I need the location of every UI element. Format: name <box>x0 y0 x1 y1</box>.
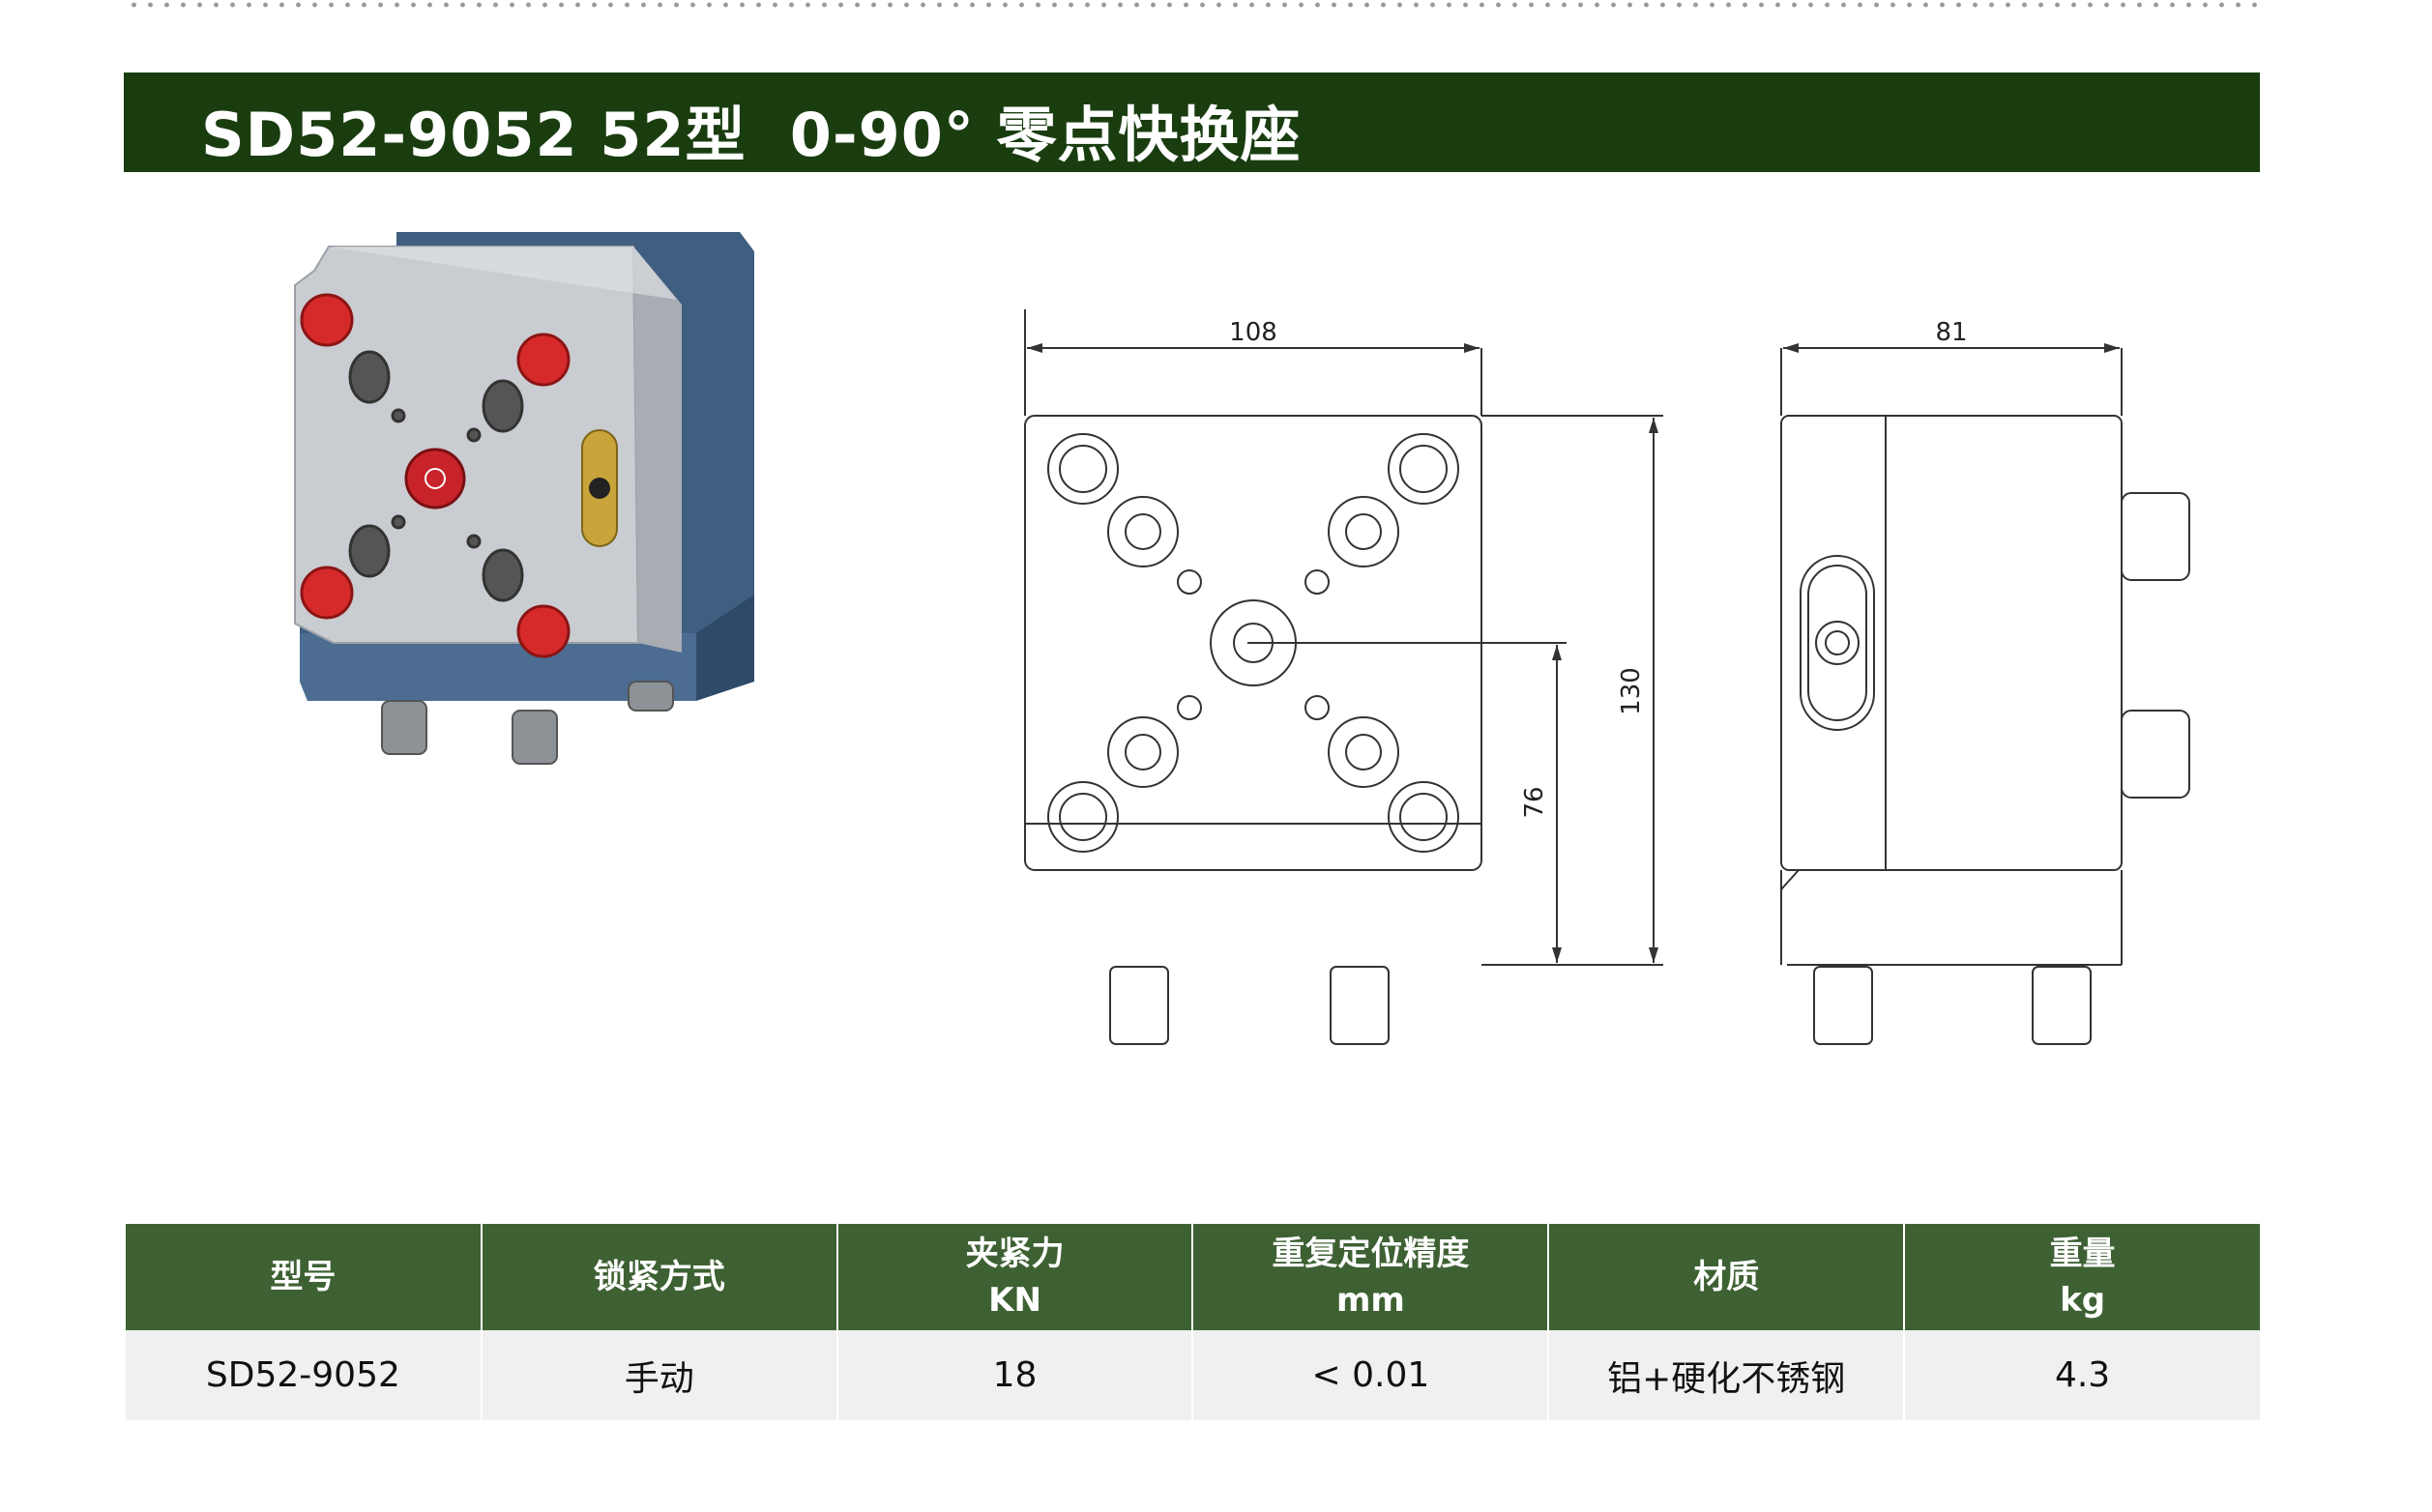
height-dimension: 130 <box>1617 667 1646 715</box>
cell-model: SD52-9052 <box>126 1330 483 1420</box>
cell-weight: 4.3 <box>1904 1330 2260 1420</box>
header-material: 材质 <box>1548 1224 1906 1330</box>
center-height-dimension: 76 <box>1520 786 1549 818</box>
title-bar: SD52-9052 52型 0-90° 零点快换座 <box>124 73 2260 172</box>
product-image <box>294 232 754 765</box>
page-title: SD52-9052 52型 0-90° 零点快换座 <box>201 100 1302 170</box>
side-view-drawing: 81 <box>1780 318 2190 1045</box>
cell-lock-method: 手动 <box>481 1330 838 1420</box>
cell-material: 铝+硬化不锈钢 <box>1548 1330 1906 1420</box>
header-model: 型号 <box>126 1224 483 1330</box>
cell-clamping-force: 18 <box>836 1330 1194 1420</box>
center-lock-icon <box>404 448 466 509</box>
dotted-divider <box>126 2 2260 8</box>
header-lock-method: 锁紧方式 <box>481 1224 838 1330</box>
width-dimension: 108 <box>1229 318 1277 347</box>
table-row: SD52-9052 手动 18 < 0.01 铝+硬化不锈钢 4.3 <box>126 1330 2260 1420</box>
front-view-drawing: 108 130 76 <box>1024 309 1663 1045</box>
side-width-dimension: 81 <box>1935 318 1967 347</box>
red-cap-icon <box>300 293 571 658</box>
cell-repeatability: < 0.01 <box>1192 1330 1550 1420</box>
